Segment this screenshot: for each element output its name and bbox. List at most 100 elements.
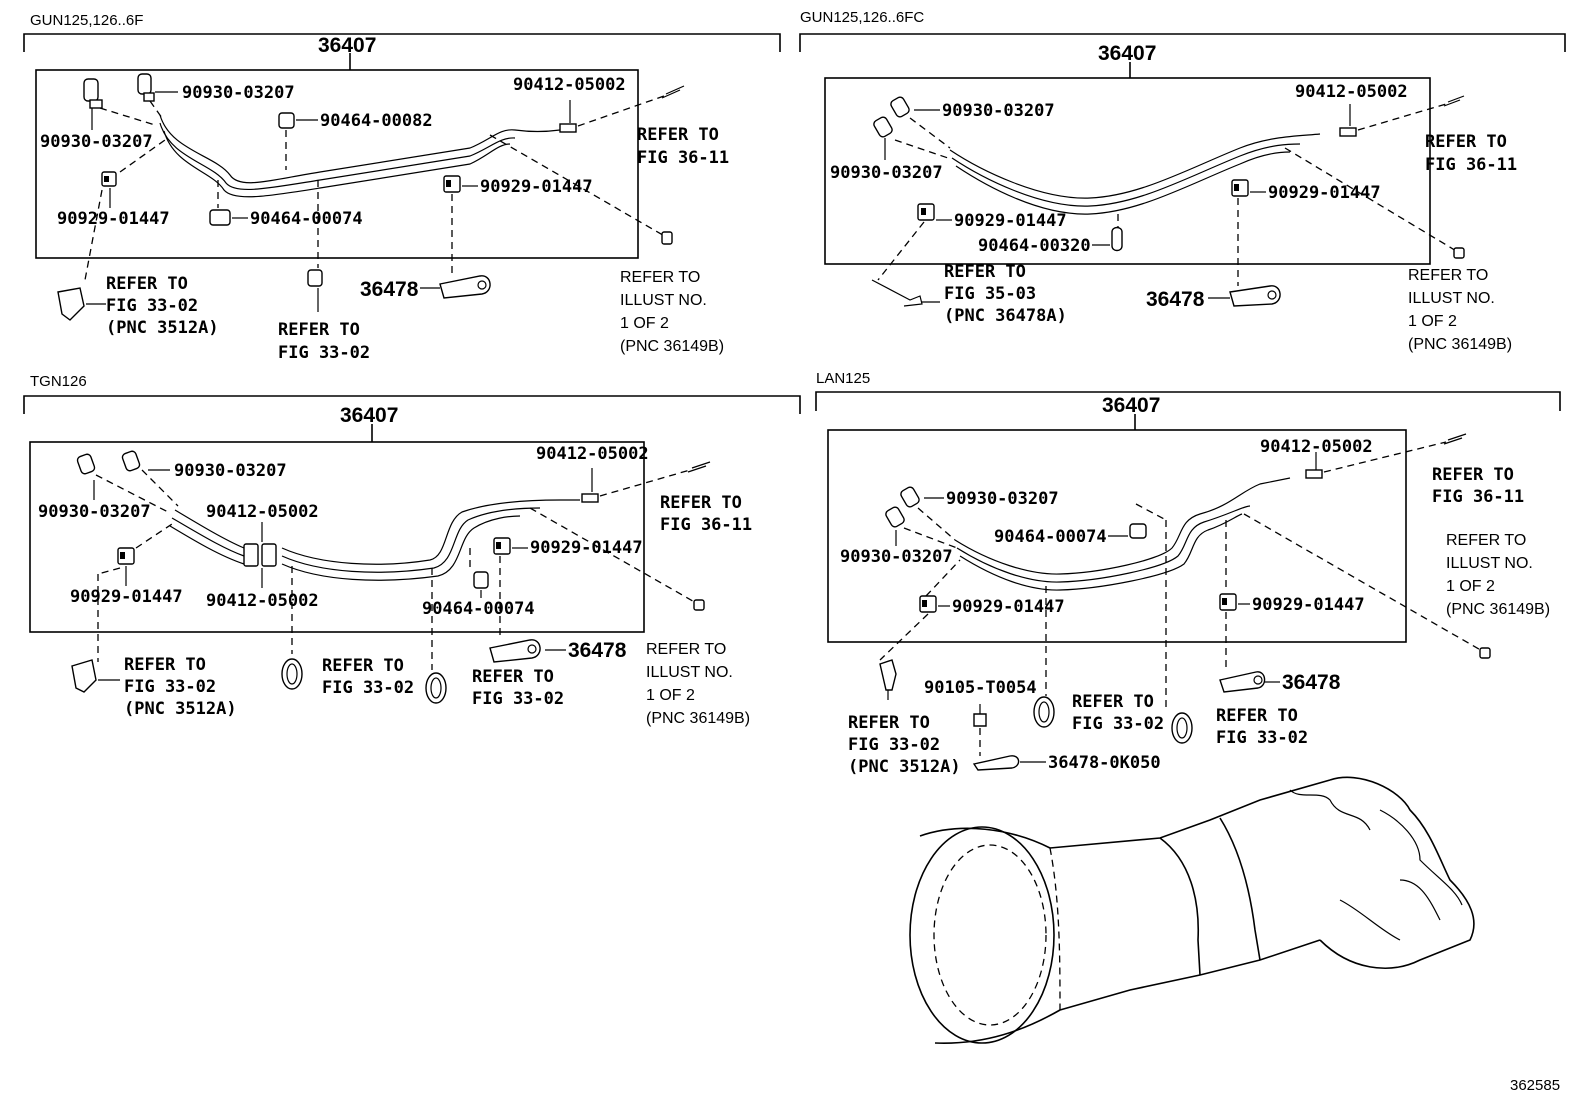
pipe-clip-icon xyxy=(1231,179,1249,197)
variant-label: GUN125,126..6F xyxy=(30,12,143,29)
svg-text:ILLUST NO.: ILLUST NO. xyxy=(620,292,707,309)
pipe-clip-icon xyxy=(209,209,231,226)
reference-note: REFER TO ILLUST NO. 1 OF 2 (PNC 36149B) xyxy=(620,269,724,355)
part-number-label: 90930-03207 xyxy=(946,489,1059,509)
reference-note: REFER TO ILLUST NO. 1 OF 2 (PNC 36149B) xyxy=(1446,532,1550,618)
svg-text:REFER TO: REFER TO xyxy=(472,667,554,687)
assembly-bracket xyxy=(23,395,801,414)
bracket-icon xyxy=(879,659,897,700)
assembly-box xyxy=(824,77,1431,265)
part-number-label: 90929-01447 xyxy=(954,211,1067,231)
svg-text:REFER TO: REFER TO xyxy=(106,274,188,294)
pipe-clip-icon xyxy=(278,112,295,129)
section-tgn126: TGN126 36407 90930-03207 90930-03207 xyxy=(23,373,801,727)
oil-cooler-pipes xyxy=(169,499,580,581)
bracket-icon xyxy=(871,279,940,307)
assembly-number: 36407 xyxy=(340,404,398,427)
oil-cooler-pipes xyxy=(954,477,1291,591)
pipe-clip-icon xyxy=(101,171,117,187)
reference-note: REFER TO FIG 33-02 (PNC 3512A) xyxy=(124,655,237,719)
hose-fitting-icon xyxy=(1305,433,1467,479)
svg-text:REFER TO: REFER TO xyxy=(1432,465,1514,485)
assembly-box xyxy=(29,441,645,633)
part-number-label: 90930-03207 xyxy=(174,461,287,481)
svg-text:FIG 33-02: FIG 33-02 xyxy=(278,343,370,363)
hose-clamp-icon xyxy=(281,658,303,690)
pipe-clip-icon xyxy=(443,175,461,193)
part-number-label: 90412-05002 xyxy=(206,502,319,522)
hose-fitting-icon xyxy=(559,85,685,133)
hose-clamp-icon xyxy=(425,672,447,704)
assembly-bracket xyxy=(815,391,1561,411)
svg-text:REFER TO: REFER TO xyxy=(637,125,719,145)
svg-text:1 OF 2: 1 OF 2 xyxy=(1446,578,1495,595)
pipe-clip-icon xyxy=(919,595,937,613)
part-number-label: 90464-00074 xyxy=(422,599,535,619)
svg-text:FIG 33-02: FIG 33-02 xyxy=(322,678,414,698)
svg-text:FIG 36-11: FIG 36-11 xyxy=(637,148,729,168)
section-lan125: LAN125 36407 90930-03207 90930-03207 904… xyxy=(815,370,1561,777)
assembly-bracket xyxy=(23,33,781,52)
hose-fitting-icon xyxy=(1479,647,1491,659)
part-number-label: 90464-00074 xyxy=(250,209,363,229)
hose-fitting-icon xyxy=(873,116,949,159)
assembly-box xyxy=(35,69,639,259)
hose-fitting-icon xyxy=(1453,247,1465,259)
bracket-icon xyxy=(1229,285,1281,307)
section-gun125-126-6fc: GUN125,126..6FC 36407 90930-03207 90930-… xyxy=(799,9,1566,353)
svg-text:(PNC 3512A): (PNC 3512A) xyxy=(124,699,237,719)
hose-clamp-icon xyxy=(1171,712,1193,744)
reference-note: REFER TO FIG 36-11 xyxy=(637,125,729,168)
svg-text:(PNC 36149B): (PNC 36149B) xyxy=(646,710,750,727)
svg-text:ILLUST NO.: ILLUST NO. xyxy=(1408,290,1495,307)
variant-label: LAN125 xyxy=(816,370,870,387)
svg-text:FIG 33-02: FIG 33-02 xyxy=(106,296,198,316)
hose-fitting-icon xyxy=(137,73,163,119)
bracket-icon xyxy=(972,755,1020,771)
part-number-label: 90930-03207 xyxy=(182,83,295,103)
part-number-label: 90930-03207 xyxy=(38,502,151,522)
svg-text:(PNC 36149B): (PNC 36149B) xyxy=(620,338,724,355)
svg-text:FIG 33-02: FIG 33-02 xyxy=(472,689,564,709)
reference-note: REFER TO FIG 33-02 xyxy=(1072,692,1164,734)
assembly-bracket xyxy=(799,33,1566,52)
bolt-icon xyxy=(973,704,987,756)
svg-text:REFER TO: REFER TO xyxy=(124,655,206,675)
svg-text:FIG 36-11: FIG 36-11 xyxy=(660,515,752,535)
part-number-label: 90929-01447 xyxy=(70,587,183,607)
part-number-label: 90929-01447 xyxy=(57,209,170,229)
part-number-label: 90930-03207 xyxy=(942,101,1055,121)
assembly-number: 36407 xyxy=(318,34,376,57)
reference-note: REFER TO FIG 33-02 xyxy=(278,320,370,363)
assembly-box xyxy=(827,429,1407,643)
svg-text:(PNC 36149B): (PNC 36149B) xyxy=(1446,601,1550,618)
oil-cooler-pipes xyxy=(949,133,1321,215)
reference-note: REFER TO ILLUST NO. 1 OF 2 (PNC 36149B) xyxy=(646,641,750,727)
svg-text:ILLUST NO.: ILLUST NO. xyxy=(1446,555,1533,572)
svg-text:REFER TO: REFER TO xyxy=(944,262,1026,282)
pipe-clip-icon xyxy=(1219,593,1237,611)
hose-fitting-icon xyxy=(890,96,951,149)
hose-fitting-icon xyxy=(581,461,711,503)
part-number-label: 90412-05002 xyxy=(1295,82,1408,102)
part-number-label: 90412-05002 xyxy=(536,444,649,464)
svg-text:1 OF 2: 1 OF 2 xyxy=(1408,313,1457,330)
part-number-label: 90929-01447 xyxy=(480,177,593,197)
svg-text:REFER TO: REFER TO xyxy=(278,320,360,340)
svg-text:REFER TO: REFER TO xyxy=(1072,692,1154,712)
reference-note: REFER TO FIG 33-02 xyxy=(472,667,564,709)
reference-note: REFER TO FIG 33-02 xyxy=(322,656,414,698)
part-number-label: 90930-03207 xyxy=(830,163,943,183)
reference-note: REFER TO ILLUST NO. 1 OF 2 (PNC 36149B) xyxy=(1408,267,1512,353)
bracket-icon xyxy=(489,639,541,663)
part-number-label: 90464-00082 xyxy=(320,111,433,131)
part-number-label: 90929-01447 xyxy=(530,538,643,558)
svg-text:(PNC 3512A): (PNC 3512A) xyxy=(106,318,219,338)
bracket-icon xyxy=(1219,671,1266,693)
reference-note: REFER TO FIG 33-02 xyxy=(1216,706,1308,748)
bracket-icon xyxy=(57,287,106,321)
part-number-label: 36478 xyxy=(1146,288,1205,311)
svg-text:FIG 33-02: FIG 33-02 xyxy=(1216,728,1308,748)
